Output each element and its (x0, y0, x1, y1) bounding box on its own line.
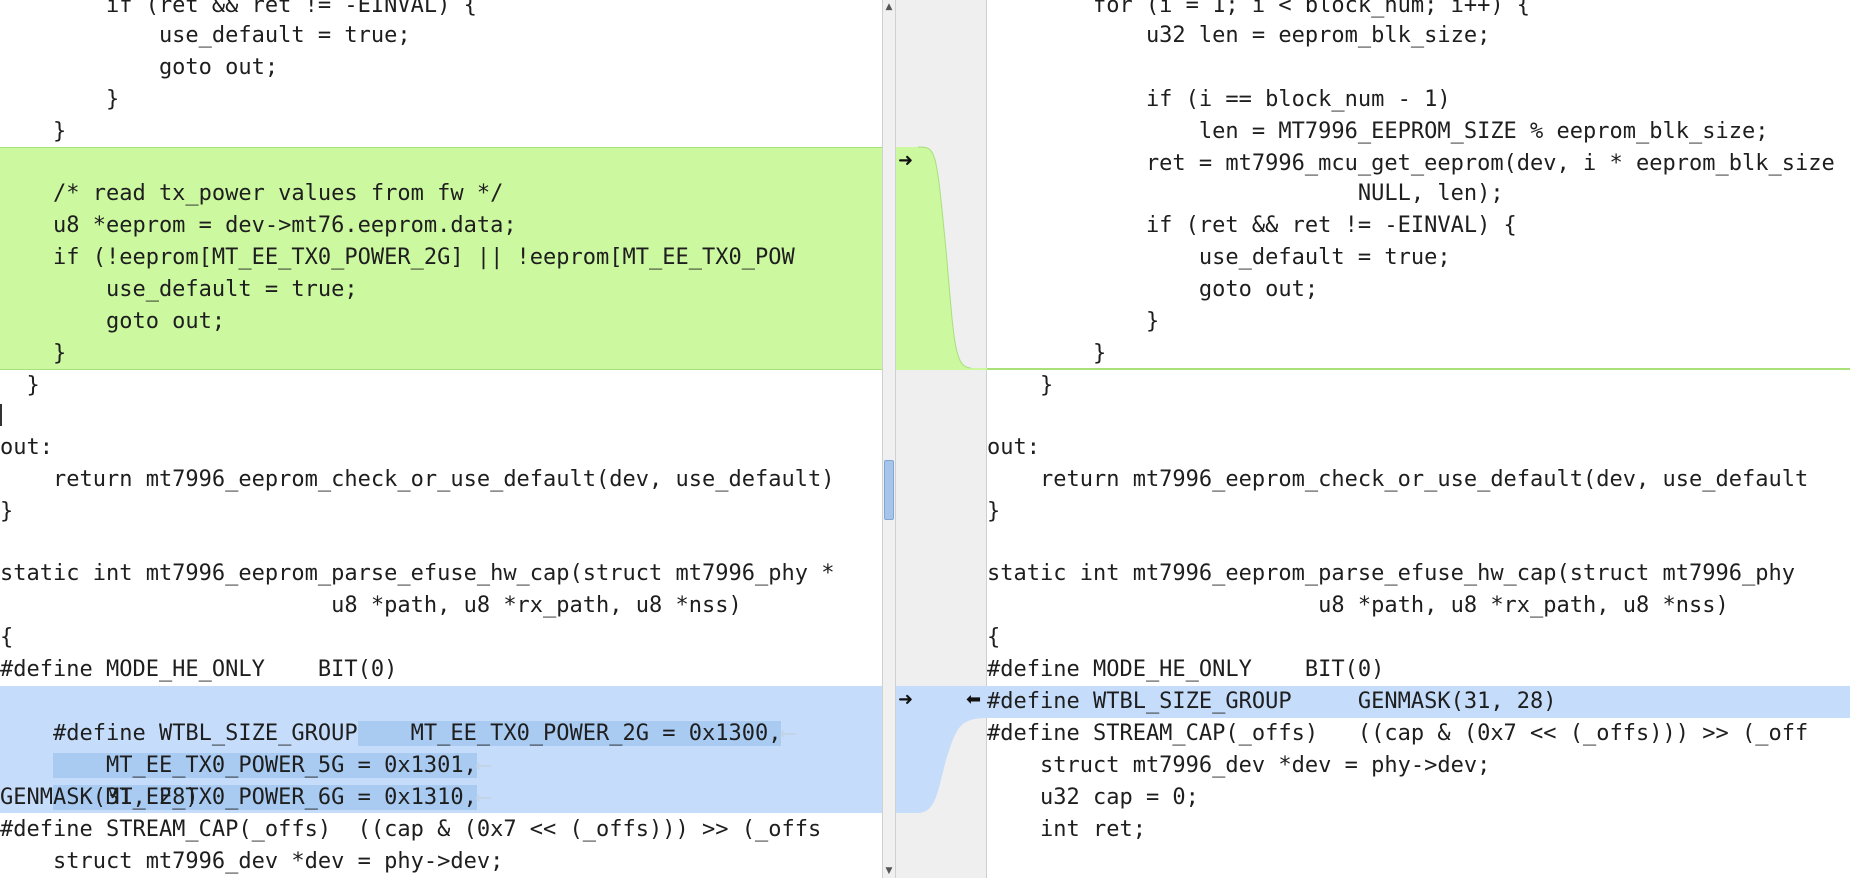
code-line[interactable]: struct mt7996_dev *dev = phy->dev; (0, 849, 504, 874)
define-keyword-text: #define WTBL_SIZE_GROUP (52, 721, 358, 746)
code-line[interactable]: } (0, 341, 67, 366)
code-line[interactable]: GENMASK(31, 28) (0, 785, 199, 810)
code-line[interactable]: if (i == block_num - 1) (987, 87, 1451, 112)
code-line[interactable]: u8 *path, u8 *rx_path, u8 *nss) (0, 593, 742, 618)
define-line-changed[interactable]: #define WTBL_SIZE_GROUP GENMASK(31, 28) (987, 689, 1557, 714)
copy-change-left-arrow-icon[interactable]: ⬅ (966, 689, 982, 710)
code-line[interactable]: goto out; (0, 55, 279, 80)
code-line[interactable]: out: (0, 435, 53, 460)
insert-connector-curve (896, 147, 987, 370)
code-line[interactable]: use_default = true; (0, 23, 411, 48)
left-pane-scrollbar[interactable]: ▲ ▼ (882, 0, 896, 878)
code-line[interactable]: } (0, 499, 14, 524)
diff-connector-curves (896, 146, 987, 813)
define-continuation-line[interactable]: MT_EE_TX0_POWER_6G = 0x1310,⟵ (0, 750, 490, 810)
code-line[interactable]: out: (987, 435, 1040, 460)
change-connector-curve (896, 686, 987, 813)
code-line[interactable]: u8 *path, u8 *rx_path, u8 *nss) (987, 593, 1729, 618)
scroll-down-arrow-icon[interactable]: ▼ (885, 866, 893, 876)
code-line[interactable]: ret = mt7996_mcu_get_eeprom(dev, i * eep… (987, 151, 1835, 176)
code-line[interactable]: u32 cap = 0; (987, 785, 1199, 810)
copy-change-right-arrow-icon[interactable]: ➜ (898, 689, 914, 710)
code-line[interactable]: return mt7996_eeprom_check_or_use_defaul… (0, 467, 835, 492)
code-line[interactable]: if (!eeprom[MT_EE_TX0_POWER_2G] || !eepr… (0, 245, 795, 270)
insert-highlight-left (0, 147, 882, 370)
code-line[interactable]: int ret; (987, 817, 1146, 842)
code-line[interactable]: #define MODE_HE_ONLY BIT(0) (0, 657, 398, 682)
define-line-changed[interactable]: #define WTBL_SIZE_GROUP MT_EE_TX0_POWER_… (0, 686, 795, 746)
line-return-icon: ⟵ (781, 721, 795, 746)
code-line[interactable]: } (0, 373, 40, 398)
scrollbar-thumb[interactable] (884, 460, 894, 520)
scroll-up-arrow-icon[interactable]: ▲ (885, 2, 893, 12)
code-line[interactable]: } (987, 309, 1160, 334)
code-line[interactable]: use_default = true; (987, 245, 1451, 270)
code-line[interactable]: return mt7996_eeprom_check_or_use_defaul… (987, 467, 1809, 492)
change-highlight-right (987, 686, 1850, 718)
insert-connector-edge (917, 146, 972, 369)
code-line[interactable]: static int mt7996_eeprom_parse_efuse_hw_… (0, 561, 835, 586)
code-line[interactable]: if (ret && ret != -EINVAL) { (0, 0, 477, 18)
text-cursor (0, 404, 2, 426)
code-line[interactable]: #define STREAM_CAP(_offs) ((cap & (0x7 <… (0, 817, 822, 842)
code-line[interactable]: } (0, 87, 120, 112)
diff-link-gutter: ➜ ➜ ⬅ (896, 0, 987, 878)
code-line[interactable]: NULL, len); (987, 181, 1504, 206)
code-line[interactable]: #define MODE_HE_ONLY BIT(0) (987, 657, 1385, 682)
code-line[interactable]: { (987, 625, 1001, 650)
line-return-icon: ⟵ (476, 785, 491, 810)
selected-text: MT_EE_TX0_POWER_6G = 0x1310, (52, 785, 477, 810)
code-line[interactable]: use_default = true; (0, 277, 358, 302)
code-line[interactable]: if (ret && ret != -EINVAL) { (987, 213, 1517, 238)
code-line[interactable]: len = MT7996_EEPROM_SIZE % eeprom_blk_si… (987, 119, 1769, 144)
code-line[interactable]: u32 len = eeprom_blk_size; (987, 23, 1491, 48)
code-line[interactable]: goto out; (0, 309, 226, 334)
code-line[interactable]: struct mt7996_dev *dev = phy->dev; (987, 753, 1491, 778)
copy-insert-right-arrow-icon[interactable]: ➜ (898, 150, 914, 171)
code-line[interactable]: } (987, 499, 1001, 524)
code-line[interactable]: static int mt7996_eeprom_parse_efuse_hw_… (987, 561, 1795, 586)
line-return-icon: ⟵ (476, 753, 491, 778)
code-line[interactable]: { (0, 625, 14, 650)
code-line[interactable]: } (987, 341, 1107, 366)
code-line[interactable]: goto out; (987, 277, 1319, 302)
code-line[interactable]: for (i = 1; i < block_num; i++) { (987, 0, 1531, 18)
insert-adjacent-edge-right (987, 368, 1850, 370)
right-editor-pane[interactable]: for (i = 1; i < block_num; i++) { u32 le… (987, 0, 1850, 878)
code-line[interactable]: u8 *eeprom = dev->mt76.eeprom.data; (0, 213, 517, 238)
define-continuation-line[interactable]: MT_EE_TX0_POWER_5G = 0x1301,⟵ (0, 718, 490, 778)
code-line[interactable]: #define STREAM_CAP(_offs) ((cap & (0x7 <… (987, 721, 1809, 746)
code-line[interactable]: } (0, 119, 67, 144)
selected-text: MT_EE_TX0_POWER_2G = 0x1300, (357, 721, 782, 746)
code-line[interactable]: /* read tx_power values from fw */ (0, 181, 504, 206)
code-line[interactable]: } (987, 373, 1054, 398)
selected-text: MT_EE_TX0_POWER_5G = 0x1301, (52, 753, 477, 778)
left-editor-pane[interactable]: if (ret && ret != -EINVAL) { use_default… (0, 0, 882, 878)
